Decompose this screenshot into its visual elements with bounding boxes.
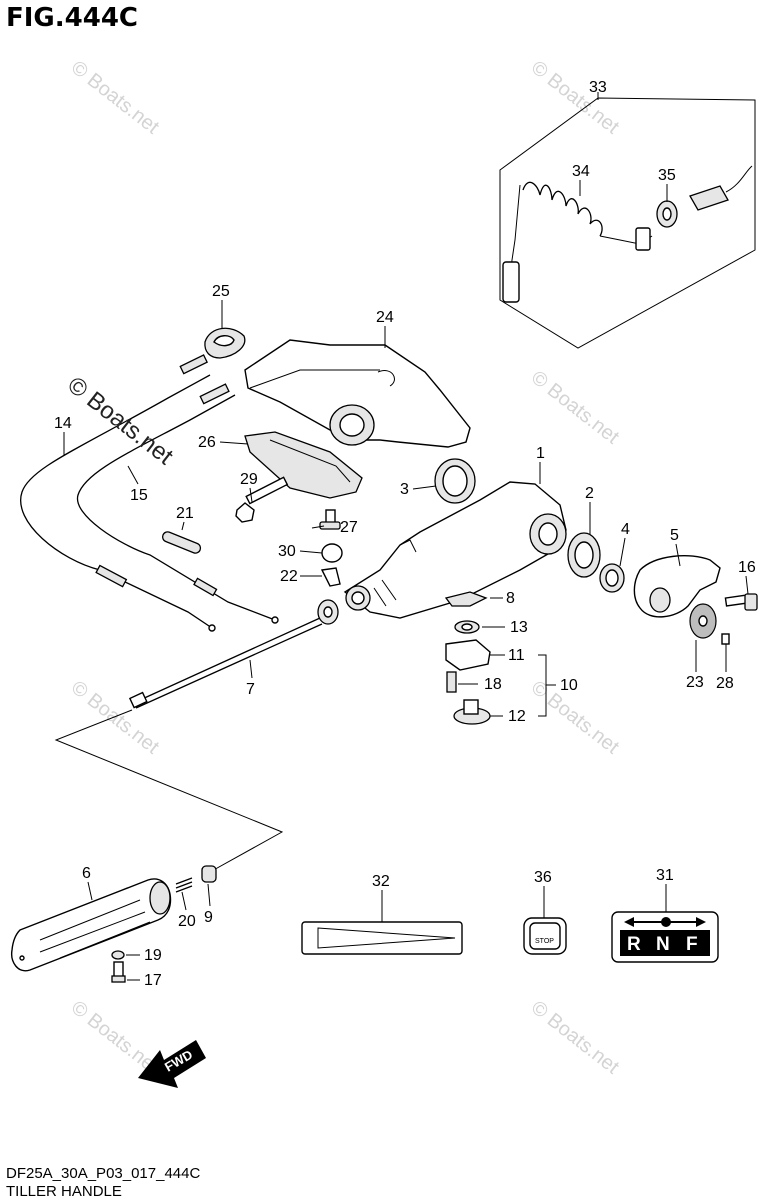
callout-27: 27 bbox=[340, 519, 358, 536]
callout-32: 32 bbox=[372, 873, 390, 890]
watermark-text: © Boats.net bbox=[527, 997, 623, 1079]
callout-18: 18 bbox=[484, 676, 502, 693]
callout-13: 13 bbox=[510, 619, 528, 636]
callout-14: 14 bbox=[54, 415, 72, 432]
shift-letter-f: F bbox=[686, 934, 698, 955]
callout-3: 3 bbox=[400, 481, 409, 498]
callout-labels: 33 34 35 25 24 14 26 1 3 29 15 2 21 27 4… bbox=[54, 79, 756, 989]
stop-decal-label: STOP bbox=[535, 938, 554, 945]
callout-4: 4 bbox=[621, 521, 630, 538]
callout-10: 10 bbox=[560, 677, 578, 694]
watermark-text: © Boats.net bbox=[67, 677, 163, 759]
callout-35: 35 bbox=[658, 167, 676, 184]
callout-30: 30 bbox=[278, 543, 296, 560]
callout-36: 36 bbox=[534, 869, 552, 886]
callout-6: 6 bbox=[82, 865, 91, 882]
callout-31: 31 bbox=[656, 867, 674, 884]
kill-switch-kit-box bbox=[499, 92, 756, 349]
callout-5: 5 bbox=[670, 527, 679, 544]
callout-34: 34 bbox=[572, 163, 590, 180]
tiller-bracket-group bbox=[204, 327, 471, 499]
tiller-body-group bbox=[343, 481, 758, 645]
watermark-text-bold: © Boats.net bbox=[62, 371, 178, 470]
friction-stopper-group bbox=[444, 591, 556, 725]
drawing-code: DF25A_30A_P03_017_444C bbox=[6, 1165, 200, 1182]
callout-1: 1 bbox=[536, 445, 545, 462]
throttle-shaft bbox=[128, 599, 339, 709]
shift-letter-n: N bbox=[656, 934, 670, 955]
callout-12: 12 bbox=[508, 708, 526, 725]
watermark-text: © Boats.net bbox=[527, 367, 623, 449]
callout-23: 23 bbox=[686, 674, 704, 691]
figure-title: FIG.444C bbox=[6, 3, 138, 33]
callout-7: 7 bbox=[246, 681, 255, 698]
callout-17: 17 bbox=[144, 972, 162, 989]
callout-9: 9 bbox=[204, 909, 213, 926]
watermark-text: © Boats.net bbox=[67, 57, 163, 139]
callout-15: 15 bbox=[130, 487, 148, 504]
callout-33: 33 bbox=[589, 79, 607, 96]
throttle-cables bbox=[20, 354, 279, 632]
assembly-guide-line bbox=[54, 709, 284, 873]
callout-16: 16 bbox=[738, 559, 756, 576]
decals-group: STOP R N F bbox=[301, 911, 719, 963]
callout-20: 20 bbox=[178, 913, 196, 930]
small-hardware-group bbox=[161, 458, 476, 587]
callout-2: 2 bbox=[585, 485, 594, 502]
callout-25: 25 bbox=[212, 283, 230, 300]
callout-21: 21 bbox=[176, 505, 194, 522]
callout-11: 11 bbox=[508, 647, 525, 664]
callout-29: 29 bbox=[240, 471, 258, 488]
callout-19: 19 bbox=[144, 947, 162, 964]
callout-24: 24 bbox=[376, 309, 394, 326]
figure-caption: TILLER HANDLE bbox=[6, 1183, 122, 1200]
leader-lines bbox=[63, 95, 749, 981]
callout-26: 26 bbox=[198, 434, 216, 451]
callout-28: 28 bbox=[716, 675, 734, 692]
callout-8: 8 bbox=[506, 590, 515, 607]
shift-letter-r: R bbox=[627, 934, 641, 955]
throttle-grip-group bbox=[11, 865, 217, 983]
callout-22: 22 bbox=[280, 568, 298, 585]
